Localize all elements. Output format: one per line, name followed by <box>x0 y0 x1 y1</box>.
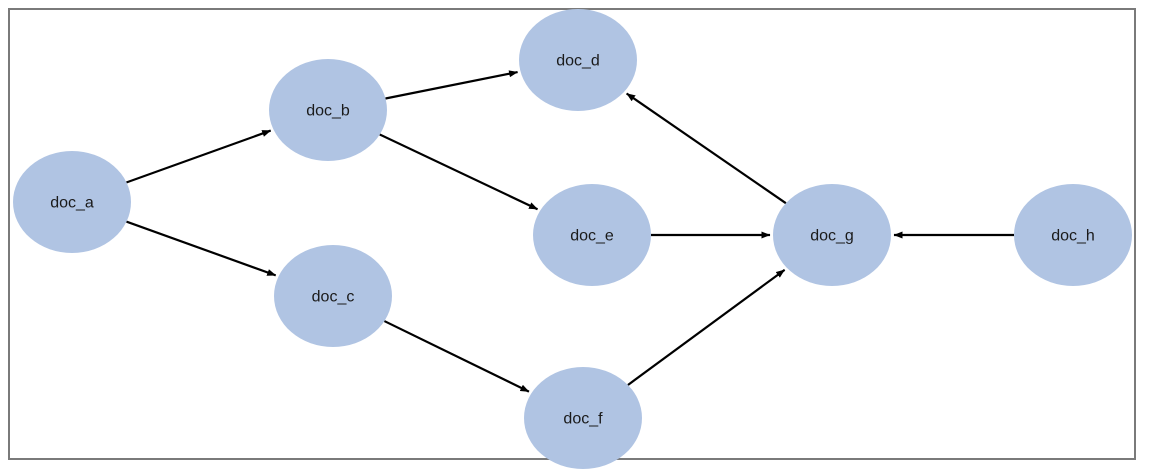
edge-doc_f-to-doc_g <box>627 268 786 386</box>
node-doc_a[interactable]: doc_a <box>13 151 131 253</box>
node-doc_f[interactable]: doc_f <box>524 367 642 469</box>
edge-doc_g-to-doc_d <box>626 92 787 205</box>
node-doc_e[interactable]: doc_e <box>533 184 651 286</box>
node-shape-doc_a[interactable] <box>13 151 131 253</box>
node-shape-doc_e[interactable] <box>533 184 651 286</box>
node-doc_c[interactable]: doc_c <box>274 245 392 347</box>
node-shape-doc_f[interactable] <box>524 367 642 469</box>
node-shape-doc_c[interactable] <box>274 245 392 347</box>
node-doc_d[interactable]: doc_d <box>519 9 637 111</box>
edge-doc_a-to-doc_c <box>126 220 277 277</box>
edges-layer <box>126 70 1014 393</box>
node-doc_h[interactable]: doc_h <box>1014 184 1132 286</box>
nodes-layer: doc_a doc_b doc_c doc_d doc_e doc_f doc_g doc_h <box>13 9 1132 469</box>
node-shape-doc_h[interactable] <box>1014 184 1132 286</box>
node-doc_g[interactable]: doc_g <box>773 184 891 286</box>
edge-doc_a-to-doc_b <box>126 129 272 184</box>
node-shape-doc_d[interactable] <box>519 9 637 111</box>
node-doc_b[interactable]: doc_b <box>269 59 387 161</box>
node-shape-doc_g[interactable] <box>773 184 891 286</box>
edge-doc_c-to-doc_f <box>383 320 530 393</box>
node-shape-doc_b[interactable] <box>269 59 387 161</box>
edge-doc_b-to-doc_d <box>385 70 519 100</box>
edge-doc_b-to-doc_e <box>379 133 538 211</box>
